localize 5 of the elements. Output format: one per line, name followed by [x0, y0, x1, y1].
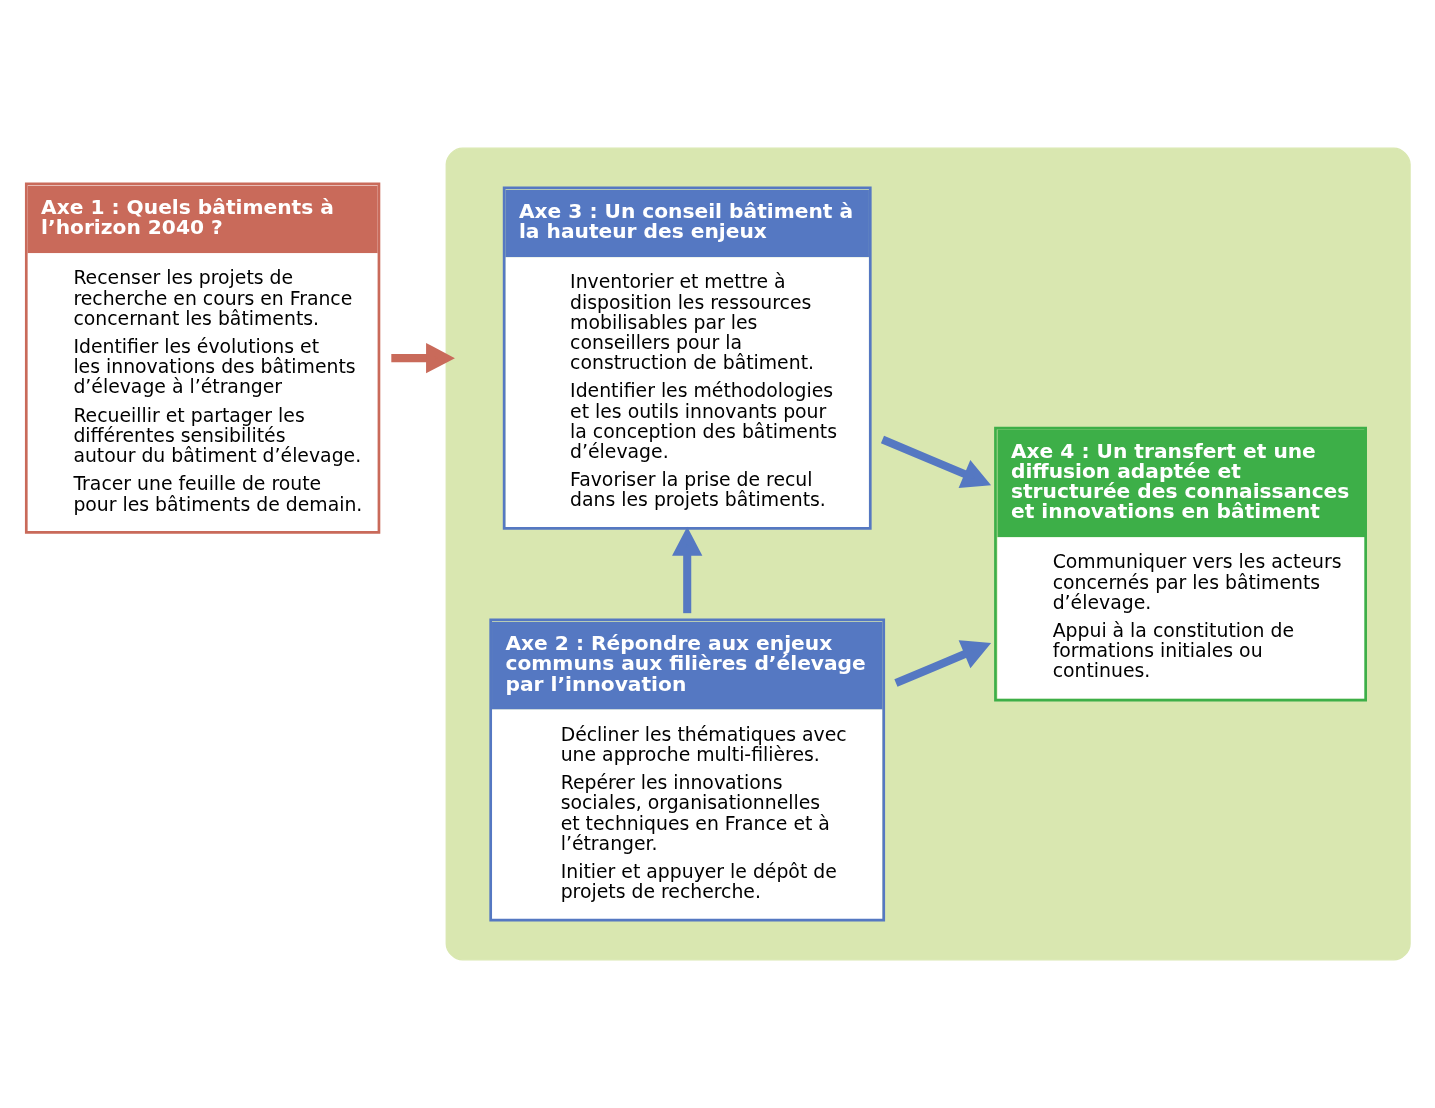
cluster [445, 147, 1411, 961]
arrow [894, 640, 992, 687]
arrow [880, 435, 992, 488]
arrow [391, 342, 455, 374]
arrow [672, 526, 703, 614]
